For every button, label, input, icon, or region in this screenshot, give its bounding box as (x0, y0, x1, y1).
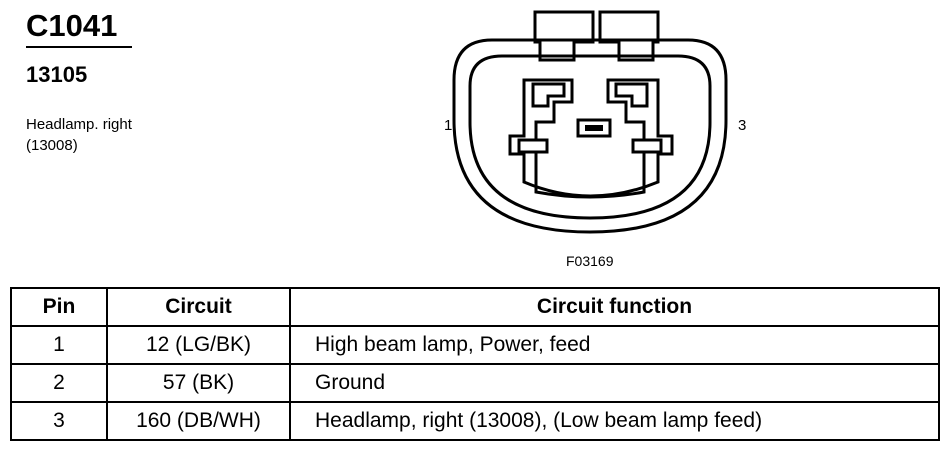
connector-id: C1041 (26, 8, 118, 43)
pin-1-label: 1 (444, 117, 453, 134)
pin-cell: 3 (10, 401, 108, 441)
pin-1-terminal (517, 82, 566, 154)
circuit-cell: 160 (DB/WH) (106, 401, 291, 441)
description-line-1: Headlamp. right (26, 116, 132, 133)
pin-cell: 1 (10, 325, 108, 365)
connector-housing-outer (452, 38, 728, 234)
circuit-cell: 12 (LG/BK) (106, 325, 291, 365)
table-header-row: Pin Circuit Circuit function (10, 287, 940, 327)
pinout-table: Pin Circuit Circuit function 1 12 (LG/BK… (10, 287, 940, 441)
terminal-cavity-outline (508, 78, 674, 199)
circuit-function-cell: High beam lamp, Power, feed (289, 325, 940, 365)
circuit-function-cell: Headlamp, right (13008), (Low beam lamp … (289, 401, 940, 441)
connector-face-diagram (452, 10, 728, 234)
table-row: 2 57 (BK) Ground (10, 363, 940, 403)
header-circuit-function: Circuit function (289, 287, 940, 327)
header-pin: Pin (10, 287, 108, 327)
header-circuit: Circuit (106, 287, 291, 327)
table-row: 3 160 (DB/WH) Headlamp, right (13008), (… (10, 401, 940, 441)
latch-tabs (533, 10, 660, 62)
pin-3-terminal (614, 82, 663, 154)
title-underline (26, 46, 132, 48)
connector-description: Headlamp. right (13008) (26, 114, 132, 156)
part-number: 13105 (26, 62, 88, 87)
pin-cell: 2 (10, 363, 108, 403)
figure-id: F03169 (566, 253, 614, 269)
pin-2-terminal (576, 118, 612, 138)
description-line-2: (13008) (26, 137, 78, 154)
circuit-cell: 57 (BK) (106, 363, 291, 403)
pin-3-label: 3 (738, 117, 747, 134)
circuit-function-cell: Ground (289, 363, 940, 403)
connector-housing-inner (468, 54, 712, 220)
table-row: 1 12 (LG/BK) High beam lamp, Power, feed (10, 325, 940, 365)
